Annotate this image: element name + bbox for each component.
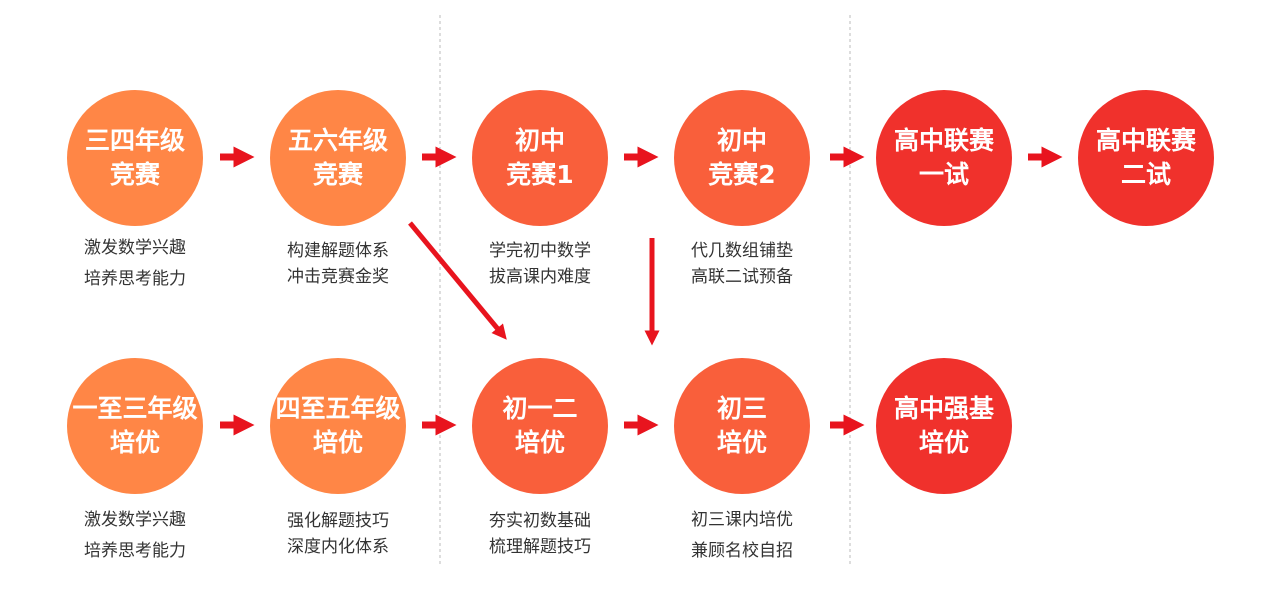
node-description: 激发数学兴趣培养思考能力 (84, 238, 186, 289)
arrow-diagonal (408, 221, 507, 340)
node-subtitle: 培优 (716, 428, 767, 457)
node-title: 四至五年级 (275, 394, 401, 423)
node-high-school-league-1: 高中联赛一试 (876, 90, 1012, 226)
node-title: 初中 (514, 126, 565, 155)
node-subtitle: 培优 (312, 428, 363, 457)
node-grade5-6-competition: 五六年级竞赛 (270, 90, 406, 226)
node-description: 激发数学兴趣培养思考能力 (84, 510, 186, 561)
node-grade1-3-enrichment: 一至三年级培优 (67, 358, 203, 494)
node-high-school-league-2: 高中联赛二试 (1078, 90, 1214, 226)
node-subtitle: 竞赛1 (506, 160, 574, 189)
node-description: 代几数组铺垫高联二试预备 (691, 241, 793, 287)
node-description: 初三课内培优兼顾名校自招 (691, 510, 793, 561)
node-title: 一至三年级 (72, 394, 198, 423)
node-subtitle: 竞赛 (109, 160, 160, 189)
node-title: 初一二 (502, 394, 578, 423)
node-title: 初三 (716, 394, 767, 423)
node-junior-competition-1: 初中竞赛1 (472, 90, 608, 226)
node-junior-competition-2: 初中竞赛2 (674, 90, 810, 226)
node-description: 学完初中数学拔高课内难度 (489, 241, 591, 287)
node-subtitle: 二试 (1120, 160, 1171, 189)
node-description: 构建解题体系冲击竞赛金奖 (287, 241, 389, 287)
node-title: 五六年级 (287, 126, 388, 155)
node-subtitle: 竞赛 (312, 160, 363, 189)
node-junior-1-2-enrichment: 初一二培优 (472, 358, 608, 494)
node-title: 高中联赛 (893, 126, 994, 155)
node-grade4-5-enrichment: 四至五年级培优 (270, 358, 406, 494)
node-title: 高中联赛 (1095, 126, 1196, 155)
node-subtitle: 培优 (918, 428, 969, 457)
node-grade3-4-competition: 三四年级竞赛 (67, 90, 203, 226)
node-subtitle: 竞赛2 (708, 160, 776, 189)
node-title: 高中强基 (893, 394, 994, 423)
node-title: 三四年级 (84, 126, 185, 155)
node-description: 夯实初数基础梳理解题技巧 (489, 511, 591, 557)
node-title: 初中 (716, 126, 767, 155)
node-high-school-strong-base: 高中强基培优 (876, 358, 1012, 494)
node-subtitle: 培优 (514, 428, 565, 457)
node-junior-3-enrichment: 初三培优 (674, 358, 810, 494)
node-description: 强化解题技巧深度内化体系 (287, 511, 389, 557)
node-subtitle: 培优 (109, 428, 160, 457)
node-subtitle: 一试 (918, 160, 969, 189)
